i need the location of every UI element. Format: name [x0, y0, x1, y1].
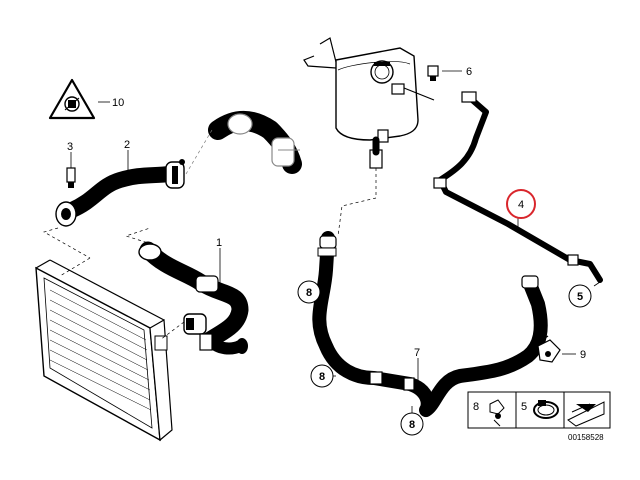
callout-3: 3: [67, 141, 73, 153]
circled-callout-8-lower: 8: [400, 406, 424, 436]
arrow-icon: [567, 401, 605, 427]
radiator: [35, 259, 173, 442]
svg-text:8: 8: [319, 371, 325, 383]
bleed-screw: [427, 65, 439, 81]
circled-callout-8-upper: 8: [297, 280, 323, 304]
callout-1: 1: [216, 237, 222, 249]
callout-4: 4: [518, 199, 524, 211]
sensor-warning-icon: [48, 78, 96, 120]
lower-radiator-hose: [138, 241, 249, 355]
legend-item-5: 5: [521, 401, 527, 413]
svg-text:8: 8: [306, 287, 312, 299]
vent-line: [433, 91, 603, 283]
parts-legend-table: 8 5: [467, 391, 611, 429]
callout-7: 7: [414, 347, 420, 359]
circled-callout-5: 5: [568, 281, 601, 308]
thermostat-housing: [208, 111, 302, 174]
upper-radiator-hose: [55, 159, 185, 227]
legend-item-8: 8: [473, 401, 479, 413]
temperature-sensor: [66, 167, 76, 188]
callout-9: 9: [580, 349, 586, 361]
callout-4-highlight-ring: [506, 189, 536, 219]
callout-2: 2: [124, 139, 130, 151]
svg-text:5: 5: [577, 291, 583, 303]
clamp-icon: [489, 399, 505, 427]
connection-guide-lines: [43, 227, 185, 341]
expansion-tank: [303, 37, 435, 169]
callout-10: 10: [112, 97, 124, 109]
hose-clip: [537, 335, 561, 363]
coolant-return-hose: [312, 231, 548, 417]
callout-6: 6: [466, 66, 472, 78]
document-id: 00158528: [568, 433, 604, 442]
hose-band-clamp-icon: [533, 400, 559, 419]
circled-callout-8-middle: 8: [310, 364, 336, 388]
svg-text:8: 8: [409, 419, 415, 431]
